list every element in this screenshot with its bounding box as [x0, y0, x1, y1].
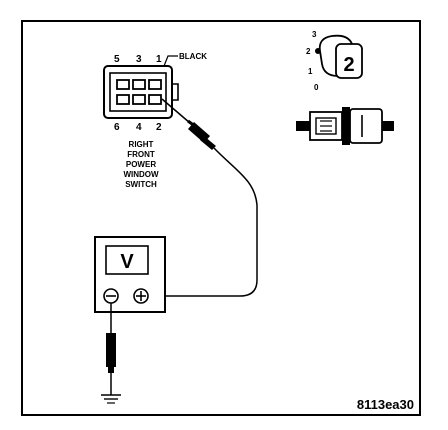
position-scale-1: 1 [308, 67, 313, 76]
switch-side-view-icon [296, 107, 394, 145]
figure-id: 8113ea30 [357, 397, 414, 412]
voltmeter-display [105, 245, 149, 275]
ground-symbol [101, 394, 121, 404]
pin-label-1: 1 [156, 54, 162, 65]
positive-test-probe [161, 98, 216, 150]
window-switch-connector [103, 65, 179, 119]
position-scale-2: 2 [306, 47, 311, 56]
black-wire-pointer [163, 55, 178, 67]
figure-frame [21, 20, 421, 416]
connector-caption-line-5: SWITCH [125, 180, 157, 189]
negative-test-probe [106, 303, 116, 395]
connector-caption-line-3: POWER [126, 160, 156, 169]
switch-position-number: 2 [343, 54, 354, 76]
voltmeter [94, 236, 166, 313]
wire-color-label: BLACK [179, 52, 207, 61]
pin-label-2: 2 [156, 122, 162, 133]
pin-label-6: 6 [114, 122, 120, 133]
positive-test-lead [150, 147, 258, 297]
connector-caption-line-2: FRONT [127, 150, 155, 159]
connector-caption-line-1: RIGHT [129, 140, 154, 149]
connector-caption-line-4: WINDOW [123, 170, 159, 179]
pin-label-5: 5 [114, 54, 120, 65]
switch-knob-icon [315, 34, 363, 79]
position-scale-3: 3 [312, 30, 317, 39]
position-scale-0: 0 [314, 83, 319, 92]
pin-label-3: 3 [136, 54, 142, 65]
pin-label-4: 4 [136, 122, 142, 133]
voltmeter-display-text: V [120, 251, 134, 273]
